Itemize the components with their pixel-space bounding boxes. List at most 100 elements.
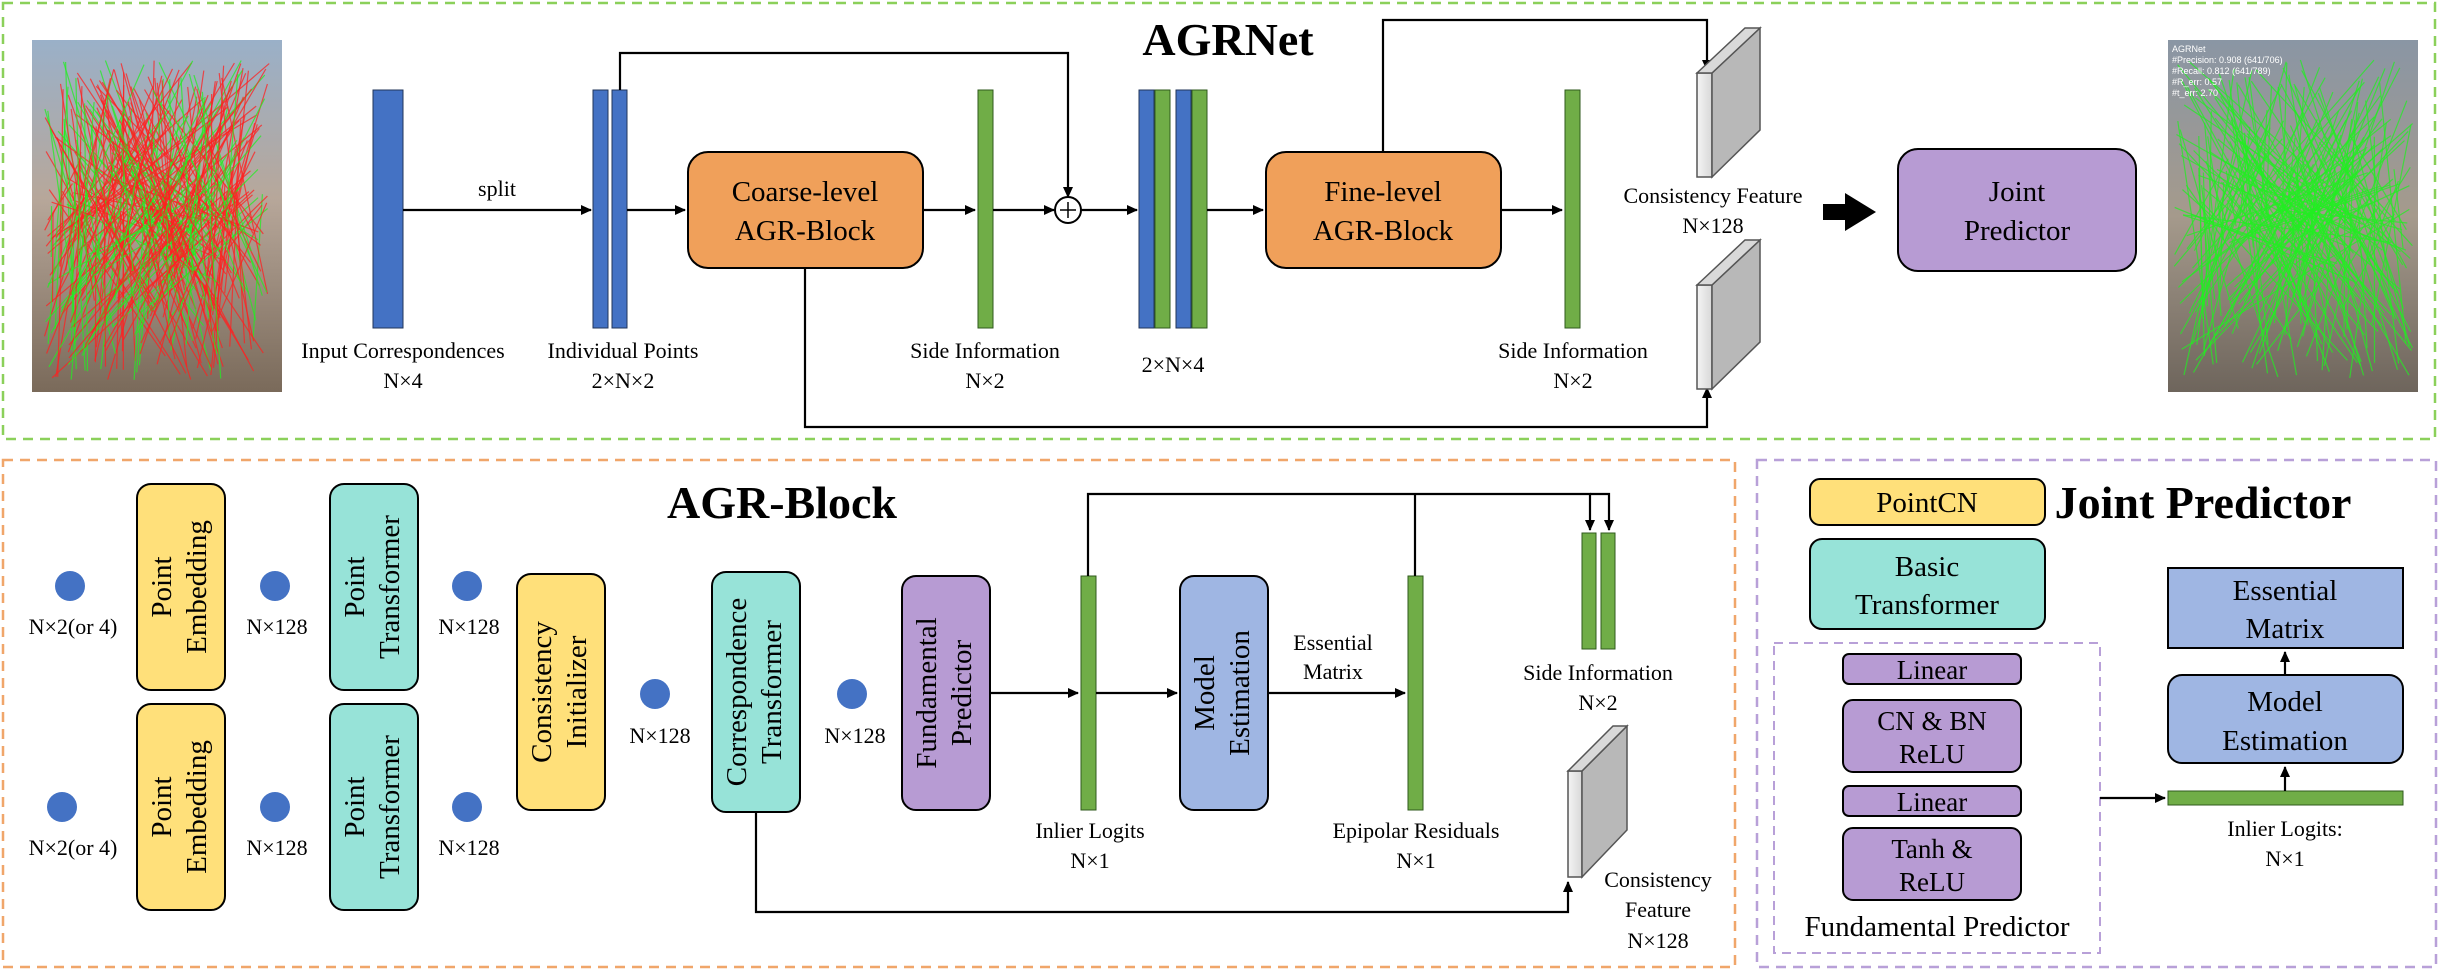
consistency-feature-agr-l2: Feature (1625, 897, 1691, 922)
epipolar-residuals-label: Epipolar Residuals (1333, 818, 1500, 843)
agrnet-title: AGRNet (1142, 14, 1314, 65)
legend-basic-transformer-l2: Transformer (1855, 589, 1999, 621)
fundamental-predictor-detail-label: Fundamental Predictor (1805, 911, 2070, 943)
overlay-line-3: #R_err: 0.57 (2172, 77, 2222, 87)
side-information-bar-agr-1 (1581, 532, 1597, 650)
match-line (102, 100, 107, 367)
consistency-initializer-l1: Consistency (526, 621, 558, 763)
match-line (132, 87, 232, 274)
coarse-block-line2: AGR-Block (735, 215, 876, 247)
match-line (2371, 124, 2412, 324)
match-line (2229, 140, 2405, 304)
match-line (58, 68, 115, 279)
initializer-dot (640, 679, 670, 709)
input-correspondences-label: Input Correspondences (301, 338, 504, 363)
match-line (2177, 121, 2214, 365)
match-line (141, 120, 240, 218)
match-line (2235, 206, 2264, 244)
match-line (99, 94, 192, 380)
match-line (90, 163, 218, 300)
match-line (70, 102, 95, 380)
input-dim-top: N×2(or 4) (29, 614, 118, 639)
agr-block-title: AGR-Block (667, 477, 897, 528)
match-line (2327, 215, 2394, 242)
side-information-agr-dim: N×2 (1578, 690, 1617, 715)
match-line (2301, 70, 2408, 269)
model-estimation-agr-l2: Estimation (1224, 630, 1256, 756)
match-line (2226, 200, 2309, 309)
model-estimation-jp-l1: Model (2247, 686, 2323, 718)
overlay-line-2: #Recall: 0.812 (641/789) (2172, 66, 2271, 76)
point-transformer-bottom-l2: Transformer (374, 735, 406, 879)
joint-predictor-line1: Joint (1989, 176, 2045, 208)
match-line (70, 191, 76, 351)
match-line (127, 101, 165, 298)
transformer-dot-top (452, 571, 482, 601)
input-matches-image (32, 40, 282, 392)
match-line (201, 91, 222, 379)
essential-matrix-jp-l2: Matrix (2246, 613, 2325, 645)
embedding-dot-top (260, 571, 290, 601)
match-line (2280, 62, 2288, 248)
fundamental-predictor-l2: Predictor (946, 640, 978, 747)
match-line (2209, 79, 2355, 254)
match-line (2253, 67, 2321, 237)
side-info-1-label: Side Information (910, 338, 1060, 363)
match-line (106, 96, 123, 338)
match-line (146, 195, 268, 314)
match-line (76, 139, 100, 260)
match-line (2177, 210, 2258, 288)
match-line (2273, 137, 2296, 324)
inlier-logits-label: Inlier Logits (1035, 818, 1144, 843)
match-line (2342, 166, 2411, 276)
match-line (221, 77, 269, 295)
match-line (185, 165, 200, 276)
match-line (180, 77, 194, 274)
tanh-relu-l2: ReLU (1899, 867, 1965, 897)
match-line (2239, 126, 2251, 218)
cn-bn-relu-l1: CN & BN (1877, 706, 1987, 736)
match-line (75, 78, 82, 286)
match-line (68, 210, 195, 359)
match-line (127, 125, 202, 274)
n128-label-4: N×128 (438, 835, 499, 860)
side-info-1-dim: N×2 (965, 368, 1004, 393)
match-line (176, 70, 205, 262)
point-transformer-block-bottom (329, 703, 419, 911)
transformer-dot-bottom (452, 792, 482, 822)
thick-arrow-icon (1823, 193, 1876, 231)
match-line (2231, 116, 2269, 374)
coarse-agr-block (687, 151, 924, 269)
side-information-agr-label: Side Information (1523, 660, 1673, 685)
match-line (2198, 174, 2407, 251)
match-line (2192, 164, 2315, 373)
result-matches-image: AGRNet #Precision: 0.908 (641/706) #Reca… (2168, 40, 2418, 392)
side-info-2-dim: N×2 (1553, 368, 1592, 393)
match-line (2294, 110, 2413, 349)
correspondence-transformer-l2: Transformer (756, 620, 788, 764)
match-line (45, 74, 266, 323)
match-line (105, 128, 261, 246)
match-line (2179, 129, 2239, 329)
match-line (2365, 100, 2400, 364)
match-line (2248, 77, 2269, 221)
coarse-block-line1: Coarse-level (732, 176, 879, 208)
match-line (88, 111, 124, 302)
match-line (2234, 171, 2358, 288)
match-line (44, 117, 153, 313)
match-line (2321, 167, 2336, 371)
match-line (2269, 182, 2363, 225)
match-line (2349, 122, 2387, 378)
match-line (2379, 82, 2407, 344)
stacked-blue-bar-1 (1138, 89, 1155, 329)
match-line (2183, 214, 2338, 265)
individual-points-bar-2 (611, 89, 628, 329)
fundamental-predictor-l1: Fundamental (911, 617, 943, 768)
match-line (80, 213, 128, 298)
side-information-bar-1 (977, 89, 994, 329)
inlier-logits-dim: N×1 (1070, 848, 1109, 873)
match-line (2273, 185, 2410, 250)
side-information-bar-2 (1564, 89, 1581, 329)
consistency-initializer-l2: Initializer (561, 635, 593, 748)
match-line (2305, 100, 2408, 357)
